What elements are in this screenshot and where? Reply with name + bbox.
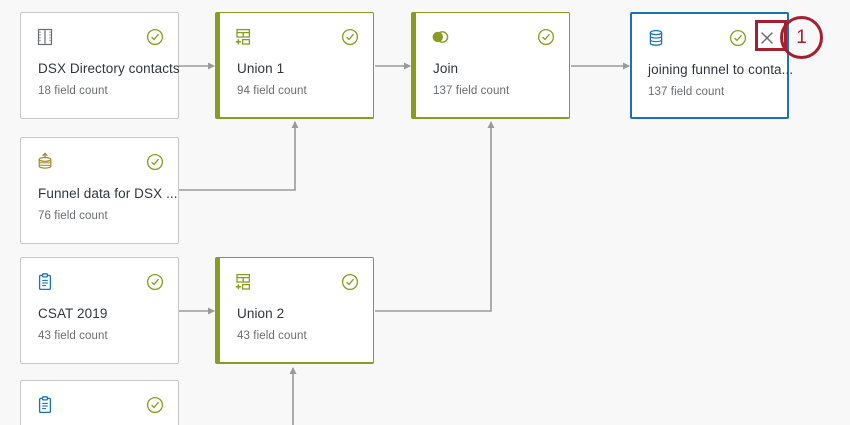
database-icon: [646, 28, 666, 48]
node-header: [21, 13, 178, 55]
node-field-count: 94 field count: [237, 85, 307, 97]
node-header: [21, 138, 178, 180]
node-field-count: 43 field count: [237, 330, 307, 342]
node-joining-funnel-to-contacts[interactable]: joining funnel to conta... 137 field cou…: [630, 12, 793, 119]
node-union-1[interactable]: Union 1 94 field count: [215, 12, 374, 119]
node-join[interactable]: Join 137 field count: [411, 12, 570, 119]
node-funnel-data-for-dsx[interactable]: Funnel data for DSX ... 76 field count: [20, 137, 179, 244]
node-title: CSAT 2019: [38, 306, 108, 321]
check-circle-icon: [146, 396, 164, 414]
node-header: [220, 13, 373, 55]
close-icon[interactable]: [757, 28, 777, 48]
node-field-count: 43 field count: [38, 330, 108, 342]
clipboard-icon: [35, 272, 55, 292]
book-icon: [35, 27, 55, 47]
node-title: joining funnel to conta...: [648, 62, 794, 77]
node-union-2[interactable]: Union 2 43 field count: [215, 257, 374, 364]
node-field-count: 137 field count: [433, 85, 510, 97]
edge-funnel-to-union1: [179, 121, 299, 191]
database-upload-icon: [35, 152, 55, 172]
node-header: [416, 13, 569, 55]
join-venn-icon: [430, 27, 450, 47]
check-circle-icon: [537, 28, 555, 46]
node-header: [21, 381, 178, 423]
edge-union2-to-join: [375, 121, 495, 312]
node-header: [632, 14, 787, 56]
check-circle-icon: [146, 273, 164, 291]
check-circle-icon: [341, 28, 359, 46]
node-title: DSX Directory contacts: [38, 61, 180, 76]
node-title: Funnel data for DSX ...: [38, 186, 178, 201]
clipboard-icon: [35, 395, 55, 415]
union-icon: [234, 27, 254, 47]
node-header: [220, 258, 373, 300]
union-icon: [234, 272, 254, 292]
node-title: Union 1: [237, 61, 285, 76]
check-circle-icon: [341, 273, 359, 291]
node-title: Union 2: [237, 306, 285, 321]
check-circle-icon: [146, 28, 164, 46]
check-circle-icon: [146, 153, 164, 171]
node-title: Join: [433, 61, 459, 76]
node-csat-2019[interactable]: CSAT 2019 43 field count: [20, 257, 179, 364]
node-field-count: 18 field count: [38, 85, 108, 97]
node-header: [21, 258, 178, 300]
check-circle-icon: [729, 29, 747, 47]
node-partial-bottom-source[interactable]: [20, 380, 179, 425]
node-field-count: 76 field count: [38, 210, 108, 222]
node-dsx-directory-contacts[interactable]: DSX Directory contacts 18 field count: [20, 12, 180, 119]
node-field-count: 137 field count: [648, 86, 725, 98]
